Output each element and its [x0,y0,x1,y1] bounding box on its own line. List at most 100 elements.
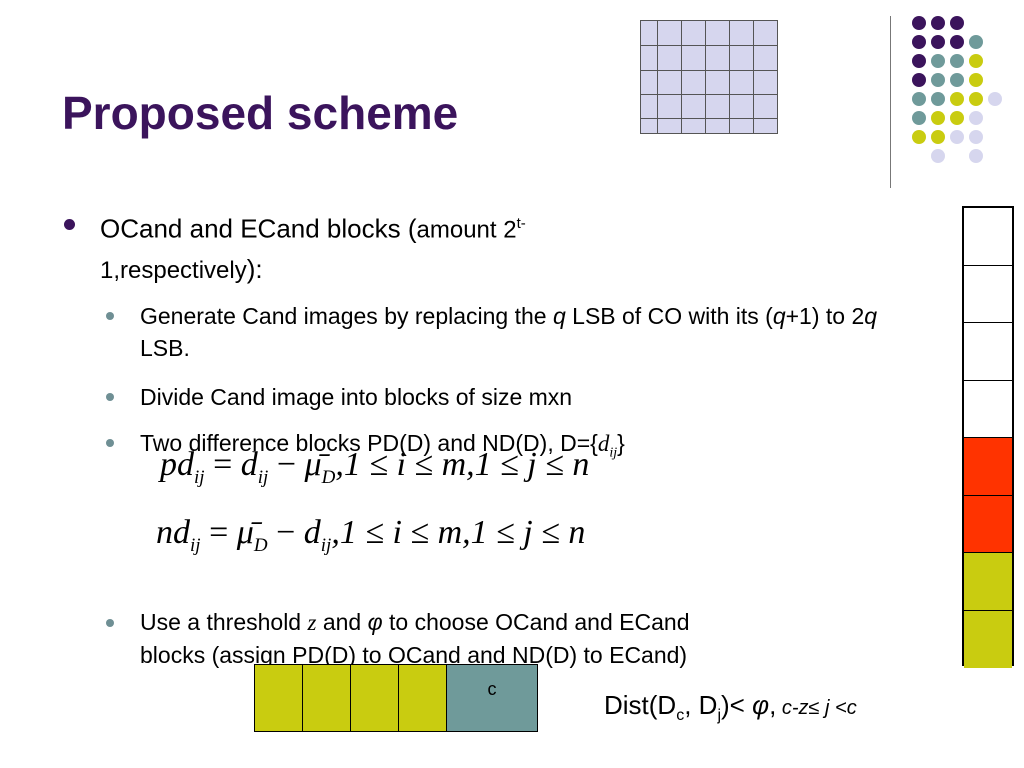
var-q: q [772,303,786,329]
dot [912,92,926,106]
var-q: q [864,303,878,329]
eq-condition: ,1 ≤ i ≤ m,1 ≤ j ≤ n [335,446,590,483]
text: to choose OCand and ECand [382,609,690,635]
eq-lhs: nd [156,514,190,551]
text: +1) to 2 [785,303,865,329]
var-phi: φ [752,690,770,720]
text: , D [684,690,718,720]
bullet-main-close: ): [246,253,263,284]
dist-range: c-z≤ j <c [776,697,857,719]
block-label-c: c [487,679,497,699]
text: LSB of CO with its ( [565,303,773,329]
text: and [316,609,368,635]
dot [988,92,1002,106]
eq-condition: ,1 ≤ i ≤ m,1 ≤ j ≤ n [331,514,586,551]
dot [912,130,926,144]
block-cell [255,665,303,731]
text: , [769,690,777,720]
var-d: d [597,431,610,456]
block-cell [964,610,1012,668]
eq-sub: ij [257,466,269,488]
var-d-sub: ij [609,445,618,461]
dot [931,130,945,144]
eq-d: d [240,446,258,483]
eq-sub: D [321,466,336,488]
dot [912,73,926,87]
candidate-block-stack [962,206,1014,668]
slide-title: Proposed scheme [62,87,459,139]
text: )< [721,690,753,720]
eq-minus: − [268,446,305,483]
block-cell [351,665,399,731]
dot [931,73,945,87]
eq-mu: μ̄ [236,514,254,551]
var-z: z [307,610,317,635]
dot [950,130,964,144]
dot [931,92,945,106]
eq-sign: = [204,446,241,483]
dot [950,54,964,68]
block-cell [303,665,351,731]
block-cell [964,208,1012,266]
dot [931,149,945,163]
eq-sub: ij [190,534,201,556]
block-cell [964,265,1012,323]
eq-minus: − [267,514,304,551]
bullet-generate-cand: Generate Cand images by replacing the q … [140,300,900,364]
dot [931,54,945,68]
dot [969,54,983,68]
bullet-main-text: OCand and ECand blocks ( [100,213,417,244]
eq-d: d [303,514,321,551]
bullet-main-amount: amount 2 [416,216,517,244]
bullet-marker [106,393,114,401]
bullet-main-amount-rest: 1,respectively [100,256,247,284]
text: Two difference blocks PD(D) and ND(D), D… [140,430,598,456]
equation-nd: ndij = μ̄D − dij,1 ≤ i ≤ m,1 ≤ j ≤ n [156,514,585,557]
bullet-marker [106,439,114,447]
dot [969,111,983,125]
eq-sub: ij [194,466,205,488]
pixel-grid-figure [640,20,778,134]
text: Generate Cand images by replacing the [140,303,553,329]
eq-lhs: pd [160,446,194,483]
dot [931,16,945,30]
horizontal-block-row: c [254,664,538,732]
dot [950,16,964,30]
dot [931,35,945,49]
bullet-main: OCand and ECand blocks (amount 2t- 1,resp… [100,205,740,290]
bullet-marker [106,619,114,627]
text: LSB. [140,335,190,361]
text: Divide Cand image into blocks of size mx… [140,384,573,410]
dot [969,92,983,106]
bullet-marker [106,312,114,320]
block-cell [964,380,1012,438]
dot [912,111,926,125]
sub: j [717,707,722,725]
dot [912,35,926,49]
bullet-main-sup: t- [516,215,526,232]
var-q: q [552,303,566,329]
dot [931,111,945,125]
decorative-dot-cluster [900,10,1010,170]
dot [969,149,983,163]
bullet-difference-blocks: Two difference blocks PD(D) and ND(D), D… [140,427,625,470]
dot [950,73,964,87]
text: Use a threshold [140,609,308,635]
eq-sign: = [200,514,237,551]
block-cell [964,323,1012,381]
eq-sub: D [253,534,268,556]
dot [950,111,964,125]
eq-mu: μ̄ [304,446,322,483]
bullet-threshold: Use a threshold z and φ to choose OCand … [140,606,920,671]
bullet-marker [64,219,75,230]
dist-formula: Dist(Dc, Dj)< φ, c-z≤ j <c [604,690,857,725]
block-cell [399,665,447,731]
var-phi: φ [367,609,383,635]
dot [969,35,983,49]
block-cell [964,495,1012,553]
dot [969,73,983,87]
sub: c [676,707,685,725]
text: } [617,430,625,456]
block-cell-c: c [447,665,537,731]
text: Dist(D [604,690,677,720]
